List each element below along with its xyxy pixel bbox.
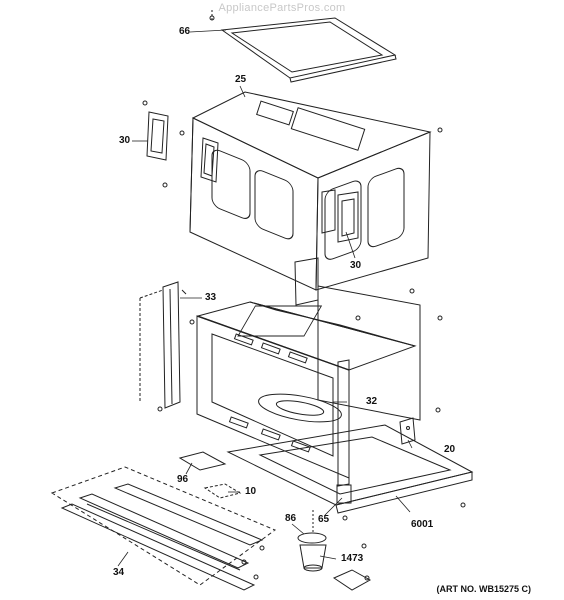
leader-lines <box>117 29 413 567</box>
top-trim-panel <box>209 10 397 83</box>
bottom-pan <box>226 424 474 521</box>
callout-86: 86 <box>285 513 297 524</box>
callout-10: 10 <box>245 486 257 497</box>
watermark: AppliancePartsPros.com <box>218 2 346 14</box>
side-rail <box>139 281 187 412</box>
callout-33: 33 <box>205 292 217 303</box>
callout-32: 32 <box>366 396 378 407</box>
callout-66: 66 <box>179 26 191 37</box>
screw-set <box>189 127 443 325</box>
lower-oven-cavity <box>196 257 421 487</box>
callout-96: 96 <box>177 474 189 485</box>
trim-kit-group <box>50 466 277 591</box>
bracket-20 <box>399 407 441 445</box>
cover-plate-96 <box>178 451 227 471</box>
callout-25: 25 <box>235 74 247 85</box>
callout-1473: 1473 <box>341 553 364 564</box>
callout-6001: 6001 <box>411 519 434 530</box>
part-10 <box>203 483 242 499</box>
callout-34: 34 <box>113 567 125 578</box>
callout-20: 20 <box>444 444 456 455</box>
art-number: (ART NO. WB15275 C) <box>436 584 531 594</box>
gasket-right <box>321 189 359 243</box>
gasket-left <box>142 100 219 188</box>
callout-65: 65 <box>318 514 330 525</box>
callout-30-right: 30 <box>350 260 362 271</box>
fan-motor <box>297 510 372 591</box>
callout-30-left: 30 <box>119 135 131 146</box>
upper-oven-cavity <box>189 91 432 291</box>
